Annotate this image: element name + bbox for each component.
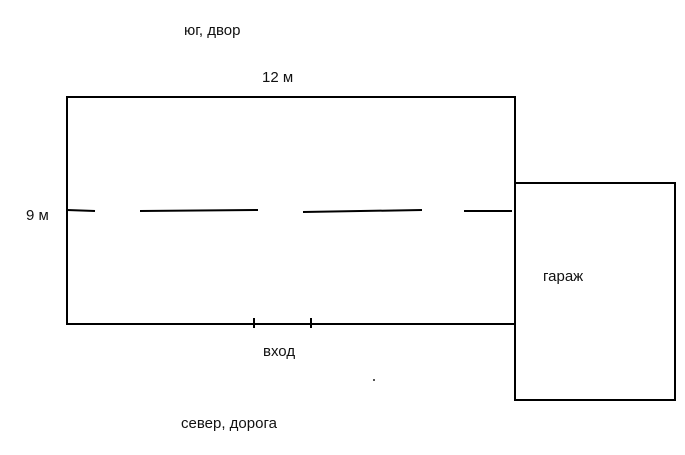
- width-dimension-label: 12 м: [262, 69, 294, 86]
- entrance-marks: [253, 318, 312, 328]
- house-outline: [66, 96, 516, 325]
- stray-dot: [373, 379, 375, 381]
- entrance-label: вход: [263, 343, 296, 360]
- north-road-label: север, дорога: [181, 415, 277, 432]
- dashed-divider-line: [66, 209, 512, 213]
- garage-outline: [514, 182, 676, 401]
- south-yard-label: юг, двор: [184, 22, 241, 39]
- garage-label: гараж: [543, 268, 584, 285]
- depth-dimension-label: 9 м: [26, 207, 49, 224]
